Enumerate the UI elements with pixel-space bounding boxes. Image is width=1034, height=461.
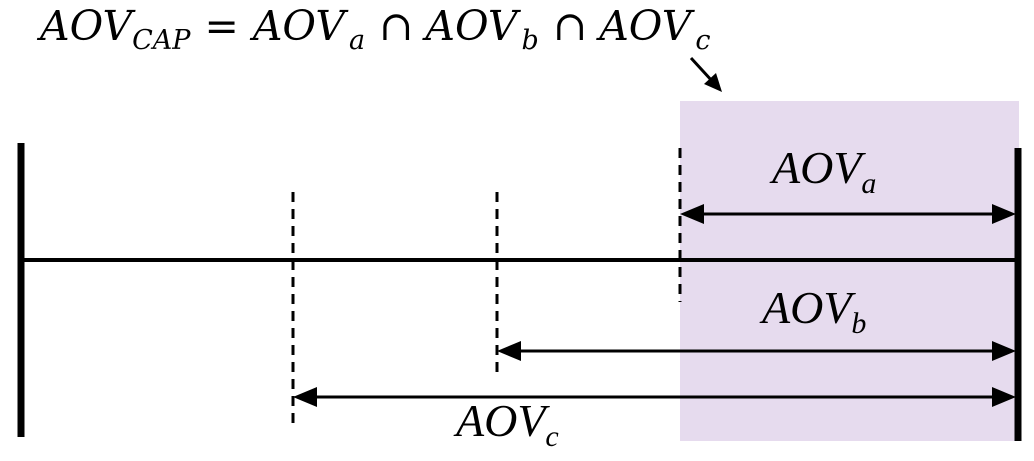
intersection-region: [680, 101, 1019, 441]
lhs-sub: CAP: [132, 25, 191, 56]
label-aov-b-base: AOV: [759, 282, 856, 333]
cap-sign-2: ∩: [553, 2, 587, 50]
cap-sign-1: ∩: [379, 2, 413, 50]
term-b-sub: b: [522, 25, 539, 56]
equals-sign: =: [204, 2, 238, 50]
arrow-aov-a: [680, 204, 1016, 224]
arrow-aov-b: [497, 341, 1016, 361]
label-aov-b-sub: b: [851, 307, 866, 340]
pointer-arrow: [689, 56, 722, 92]
arrow-aov-c: [293, 387, 1016, 407]
term-c-base: AOV: [595, 2, 696, 50]
term-b-base: AOV: [421, 2, 522, 50]
term-a-base: AOV: [249, 2, 350, 50]
label-aov-a-base: AOV: [769, 142, 866, 193]
label-aov-c-base: AOV: [453, 395, 550, 446]
label-aov-c: AOVc: [453, 395, 559, 453]
label-aov-b: AOVb: [759, 282, 866, 340]
label-aov-a: AOVa: [769, 142, 876, 200]
term-c-sub: c: [695, 25, 710, 56]
term-a-sub: a: [349, 25, 365, 56]
lhs-base: AOV: [36, 2, 137, 50]
label-aov-a-sub: a: [861, 167, 876, 200]
label-aov-c-sub: c: [545, 420, 558, 453]
